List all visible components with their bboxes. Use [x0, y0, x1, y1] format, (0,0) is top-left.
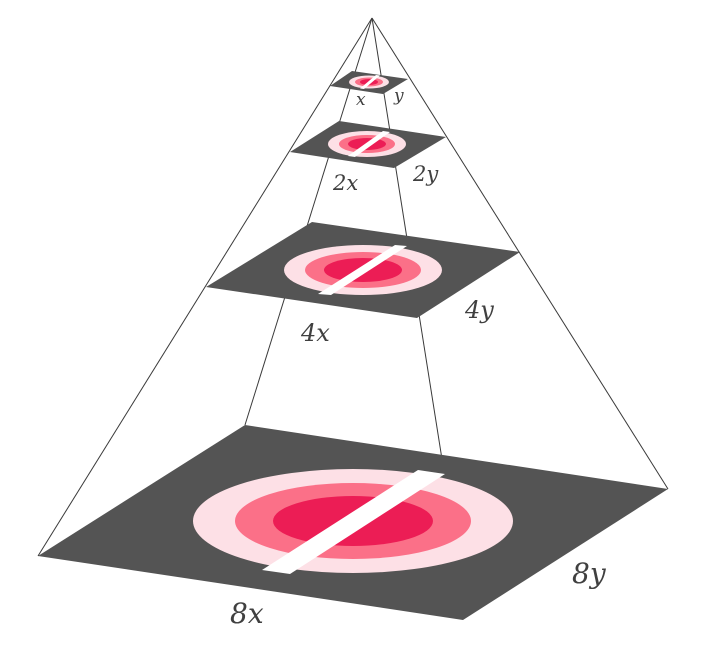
- diagonal-bar: [348, 131, 390, 157]
- diagonal-bar: [318, 245, 407, 295]
- level-1-label-y: y: [393, 86, 404, 106]
- dimension-labels: x y 2x 2y 4x 4y 8x 8y: [230, 86, 607, 630]
- diagonal-bar: [360, 75, 380, 89]
- edge-right: [371, 17, 669, 490]
- level-4-label-x: 8x: [230, 597, 264, 630]
- level-2-label-x: 2x: [332, 171, 358, 195]
- level-2-label-y: 2y: [412, 162, 439, 186]
- level-1-label-x: x: [356, 90, 366, 110]
- level-1-plane: [330, 71, 408, 94]
- level-4-plane: [38, 425, 668, 620]
- edge-left: [37, 17, 373, 557]
- level-3-plane: [206, 222, 520, 318]
- level-2-plane: [290, 121, 446, 168]
- level-3-label-x: 4x: [300, 319, 330, 347]
- level-4-label-y: 8y: [572, 557, 607, 590]
- level-3-label-y: 4y: [464, 296, 494, 324]
- diagonal-bar: [262, 470, 445, 574]
